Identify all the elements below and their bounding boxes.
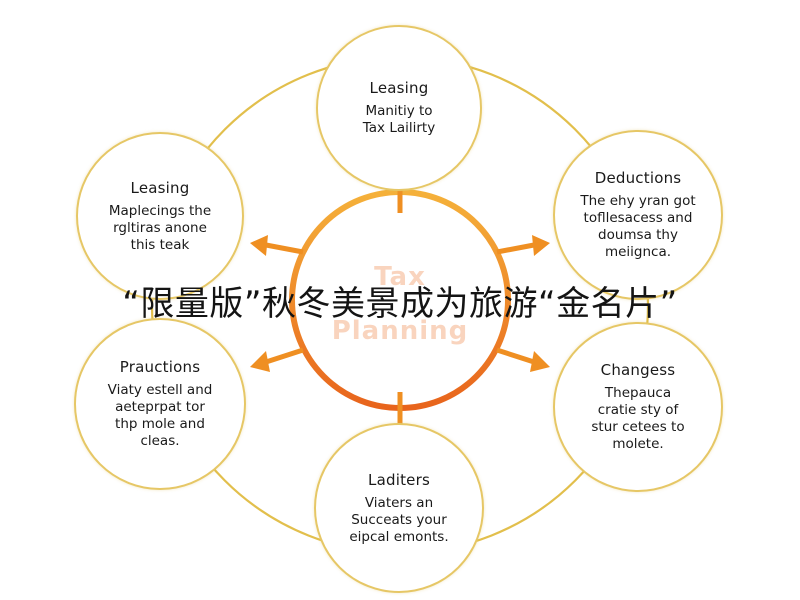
node-top-left-line-2: rgltiras anone: [113, 219, 207, 236]
arrow-upper-right: [496, 235, 550, 256]
node-top-left-title: Leasing: [130, 178, 190, 197]
node-top-right-title: Deductions: [594, 169, 682, 187]
node-top-right-text: The ehy yran got tofllesacess and doumsa…: [580, 193, 695, 261]
arrow-lower-left: [250, 347, 304, 372]
node-bottom-right-text: Thepauca cratie sty of stur cetees to mo…: [591, 385, 684, 453]
arrow-upper-left: [250, 235, 304, 256]
node-top-text: Manitiy to Tax Lailirty: [363, 103, 435, 137]
node-top-title: Leasing: [369, 79, 429, 97]
node-bottom-left-line-2: aeteprpat tor: [115, 399, 205, 415]
node-top-right-line-3: doumsa thy: [598, 227, 678, 243]
node-top-left-text: Maplecings the rgltiras anone this teak: [109, 203, 211, 254]
node-bottom-left-line-3: thp mole and: [115, 416, 205, 432]
arrow-lower-right: [496, 347, 550, 372]
node-bottom-right: Changess Thepauca cratie sty of stur cet…: [553, 322, 723, 492]
node-bottom-right-title: Changess: [600, 361, 676, 379]
node-bottom-line-1: Viaters an: [364, 494, 434, 511]
node-bottom-text: Viaters an Succeats your eipcal emonts.: [349, 495, 448, 546]
node-bottom-right-line-2: cratie sty of: [597, 402, 679, 418]
node-bottom-left-text: Viaty estell and aeteprpat tor thp mole …: [108, 382, 213, 450]
overlay-caption: “限量版”秋冬美景成为旅游“金名片”: [122, 284, 678, 324]
node-top-right: Deductions The ehy yran got tofllesacess…: [553, 130, 723, 300]
node-bottom-right-line-1: Thepauca: [604, 385, 672, 401]
node-bottom-title: Laditers: [368, 470, 430, 489]
node-top-right-line-1: The ehy yran got: [580, 193, 696, 209]
node-top-left-line-3: this teak: [130, 236, 190, 253]
node-top-line-1: Manitiy to: [365, 103, 433, 119]
node-top-left-line-1: Maplecings the: [108, 202, 212, 219]
node-bottom-line-2: Succeats your: [351, 511, 447, 528]
node-bottom-right-line-4: molete.: [612, 436, 664, 452]
node-top-line-2: Tax Lailirty: [362, 120, 436, 136]
node-top-left: Leasing Maplecings the rgltiras anone th…: [76, 132, 244, 300]
node-bottom-line-3: eipcal emonts.: [349, 528, 449, 545]
node-top: Leasing Manitiy to Tax Lailirty: [316, 25, 482, 191]
node-top-right-line-4: meiignca.: [604, 244, 672, 260]
node-top-right-line-2: tofllesacess and: [583, 210, 693, 226]
node-bottom: Laditers Viaters an Succeats your eipcal…: [314, 423, 484, 593]
node-bottom-left: Prauctions Viaty estell and aeteprpat to…: [74, 318, 246, 490]
node-bottom-right-line-3: stur cetees to: [591, 419, 685, 435]
node-bottom-left-line-4: cleas.: [140, 433, 180, 449]
node-bottom-left-title: Prauctions: [119, 358, 201, 376]
node-bottom-left-line-1: Viaty estell and: [107, 382, 213, 398]
